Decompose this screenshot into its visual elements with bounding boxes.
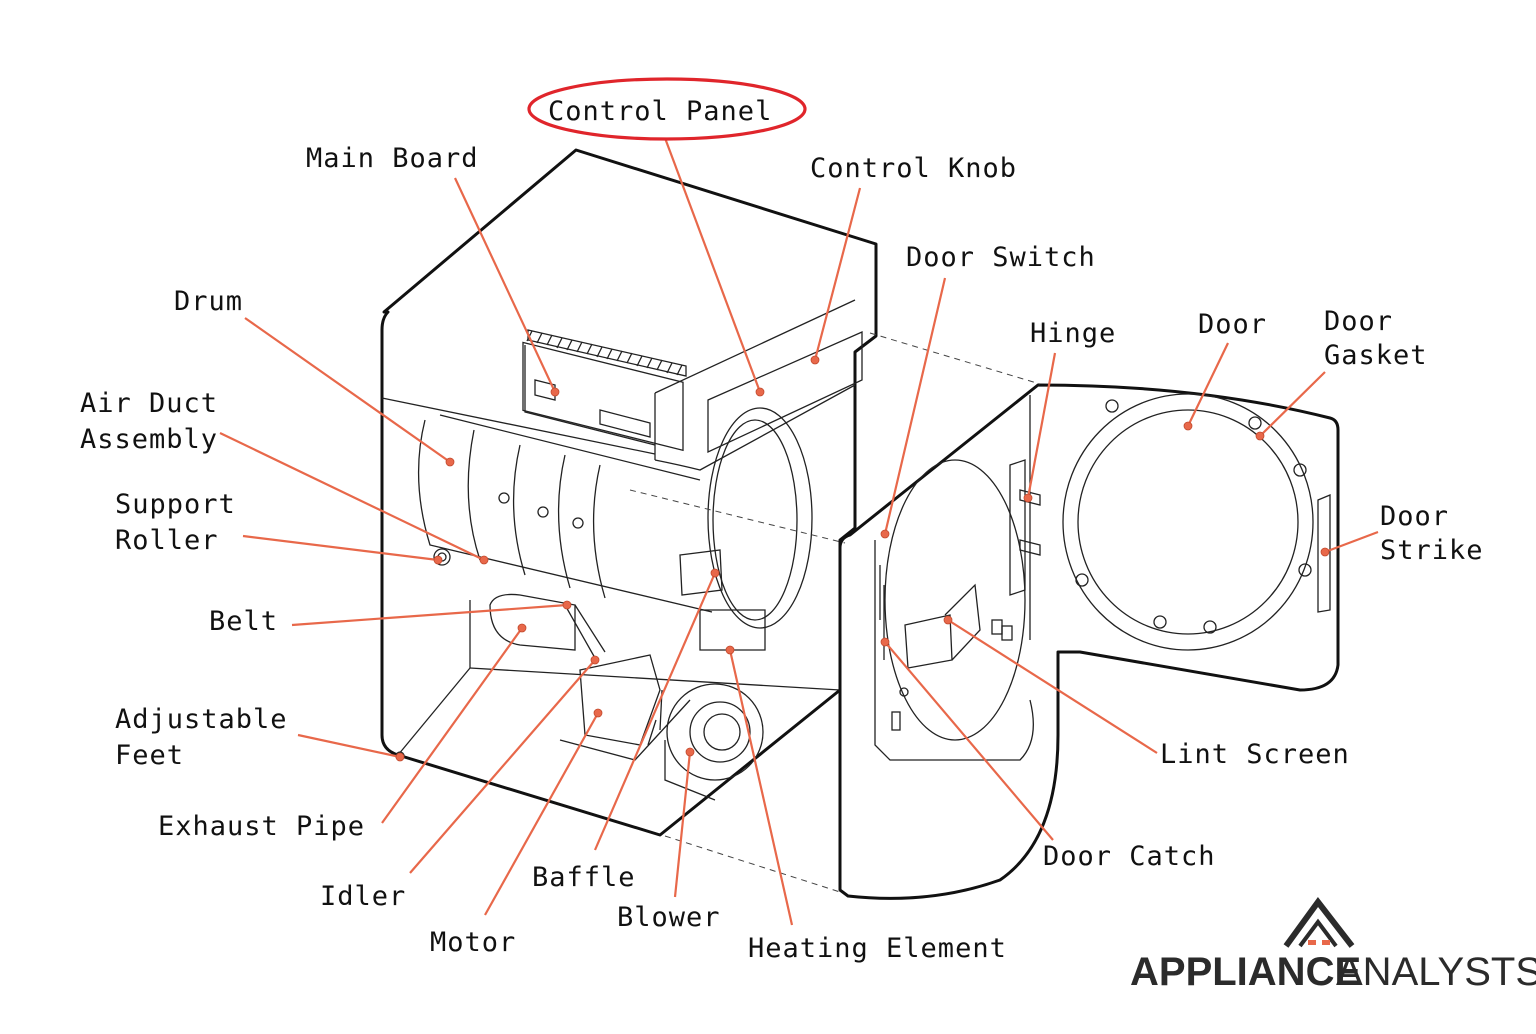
label-air-duct-line2: Assembly (80, 424, 218, 455)
logo-text-appliance: APPLIANCE (1130, 950, 1361, 994)
label-door-strike-line1: Door (1380, 501, 1449, 532)
label-idler: Idler (320, 881, 406, 912)
leader-lines (219, 137, 1379, 926)
label-heating-element: Heating Element (748, 933, 1007, 964)
dryer-cabinet (380, 148, 878, 837)
label-belt: Belt (209, 606, 278, 637)
label-adjustable-feet-line2: Feet (115, 740, 184, 771)
part-labels: Control Panel Main Board Control Knob Do… (80, 96, 1484, 964)
label-door-gasket-line1: Door (1324, 306, 1393, 337)
label-door: Door (1198, 309, 1267, 340)
label-door-gasket-line2: Gasket (1324, 340, 1428, 371)
label-air-duct-line1: Air Duct (80, 388, 218, 419)
label-motor: Motor (430, 927, 516, 958)
label-support-roller-line1: Support (115, 489, 236, 520)
control-panel-highlight (527, 77, 807, 141)
label-support-roller-line2: Roller (115, 525, 219, 556)
label-adjustable-feet-line1: Adjustable (115, 704, 288, 735)
label-control-knob: Control Knob (810, 153, 1017, 184)
label-hinge: Hinge (1030, 318, 1116, 349)
label-lint-screen: Lint Screen (1160, 739, 1350, 770)
dryer-door (838, 383, 1340, 900)
projection-lines (629, 332, 1041, 893)
label-door-strike-line2: Strike (1380, 535, 1484, 566)
label-drum: Drum (174, 286, 243, 317)
board-stripes (526, 330, 683, 376)
appliance-analysts-logo: APPLIANCE ANALYSTS (1130, 896, 1536, 994)
logo-text-analysts: ANALYSTS (1336, 950, 1536, 994)
label-door-catch: Door Catch (1043, 841, 1216, 872)
label-door-switch: Door Switch (906, 242, 1096, 273)
label-control-panel: Control Panel (548, 96, 772, 127)
label-blower: Blower (617, 902, 721, 933)
label-main-board: Main Board (306, 143, 479, 174)
logo-mark-icon (1283, 896, 1355, 948)
label-exhaust-pipe: Exhaust Pipe (158, 811, 365, 842)
label-baffle: Baffle (532, 862, 636, 893)
